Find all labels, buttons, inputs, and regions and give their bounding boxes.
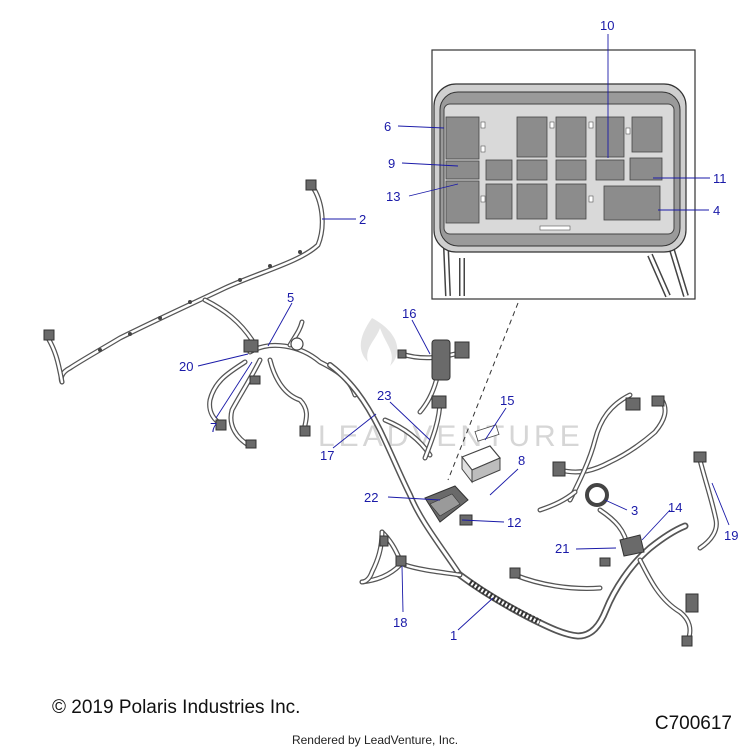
- callout-12: 12: [507, 515, 521, 530]
- callout-5: 5: [287, 290, 294, 305]
- harness-3: [537, 392, 668, 513]
- part-number: C700617: [654, 713, 732, 734]
- module-15: [461, 424, 501, 484]
- rendered-by-text: Rendered by LeadVenture, Inc.: [291, 733, 459, 747]
- callout-15: 15: [500, 393, 514, 408]
- leader-lines: [197, 34, 730, 631]
- callout-16: 16: [402, 306, 416, 321]
- callout-18: 18: [393, 615, 407, 630]
- harness-1: [359, 522, 699, 647]
- harness-18: [359, 529, 389, 585]
- callout-9: 9: [388, 156, 395, 171]
- callout-2: 2: [359, 212, 366, 227]
- callout-7: 7: [210, 420, 217, 435]
- callout-labels: 6 10 9 13 11 4 2 5 20 7 16 23 17 15 8 22…: [179, 18, 738, 643]
- callout-13: 13: [386, 189, 400, 204]
- fuse-box-22: [424, 485, 473, 526]
- callout-14: 14: [668, 500, 682, 515]
- callout-21: 21: [555, 541, 569, 556]
- watermark: LEADVENTURE: [318, 318, 584, 453]
- callout-17: 17: [320, 448, 334, 463]
- callout-22: 22: [364, 490, 378, 505]
- callout-4: 4: [713, 203, 720, 218]
- callout-19: 19: [724, 528, 738, 543]
- callout-3: 3: [631, 503, 638, 518]
- relay-grid: [445, 116, 663, 224]
- watermark-text: LEADVENTURE: [318, 420, 584, 453]
- inset-reference-line: [447, 302, 519, 481]
- callout-10: 10: [600, 18, 614, 33]
- callout-20: 20: [179, 359, 193, 374]
- callout-1: 1: [450, 628, 457, 643]
- harness-19: [693, 451, 719, 551]
- harness-16: [397, 339, 470, 415]
- harness-23: [422, 395, 447, 461]
- callout-8: 8: [518, 453, 525, 468]
- harness-2: [43, 179, 325, 385]
- callout-23: 23: [377, 388, 391, 403]
- copyright-text: © 2019 Polaris Industries Inc.: [52, 697, 301, 718]
- fuse-box-inset: [431, 49, 696, 300]
- callout-11: 11: [713, 171, 727, 186]
- callout-6: 6: [384, 119, 391, 134]
- harness-14: [597, 507, 645, 567]
